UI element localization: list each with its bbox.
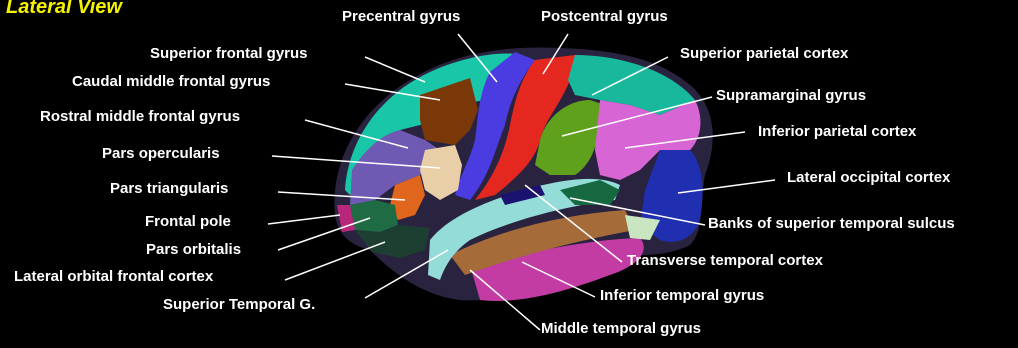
region-pars-orbitalis <box>350 200 398 232</box>
label-pars-opercularis: Pars opercularis <box>102 145 220 163</box>
label-inferior-parietal: Inferior parietal cortex <box>758 123 916 141</box>
label-lateral-occipital: Lateral occipital cortex <box>787 169 950 187</box>
leader-lateral-orbitofrontal <box>285 242 385 280</box>
label-supramarginal: Supramarginal gyrus <box>716 87 866 105</box>
label-middle-temporal: Middle temporal gyrus <box>541 320 701 338</box>
label-rostral-middle-frontal: Rostral middle frontal gyrus <box>40 108 240 126</box>
label-superior-parietal: Superior parietal cortex <box>680 45 848 63</box>
label-pars-orbitalis: Pars orbitalis <box>146 241 241 259</box>
label-transverse-temporal: Transverse temporal cortex <box>627 252 823 270</box>
label-postcentral: Postcentral gyrus <box>541 8 668 26</box>
label-caudal-middle-frontal: Caudal middle frontal gyrus <box>72 73 270 91</box>
leader-superior-frontal <box>365 57 425 82</box>
label-precentral: Precentral gyrus <box>342 8 460 26</box>
leader-frontal-pole <box>268 215 340 224</box>
label-superior-temporal: Superior Temporal G. <box>163 296 315 314</box>
label-inferior-temporal: Inferior temporal gyrus <box>600 287 764 305</box>
label-lateral-orbitofrontal: Lateral orbital frontal cortex <box>14 268 213 286</box>
label-pars-triangularis: Pars triangularis <box>110 180 228 198</box>
label-banks-sts: Banks of superior temporal sulcus <box>708 215 955 233</box>
label-frontal-pole: Frontal pole <box>145 213 231 231</box>
label-superior-frontal: Superior frontal gyrus <box>150 45 308 63</box>
